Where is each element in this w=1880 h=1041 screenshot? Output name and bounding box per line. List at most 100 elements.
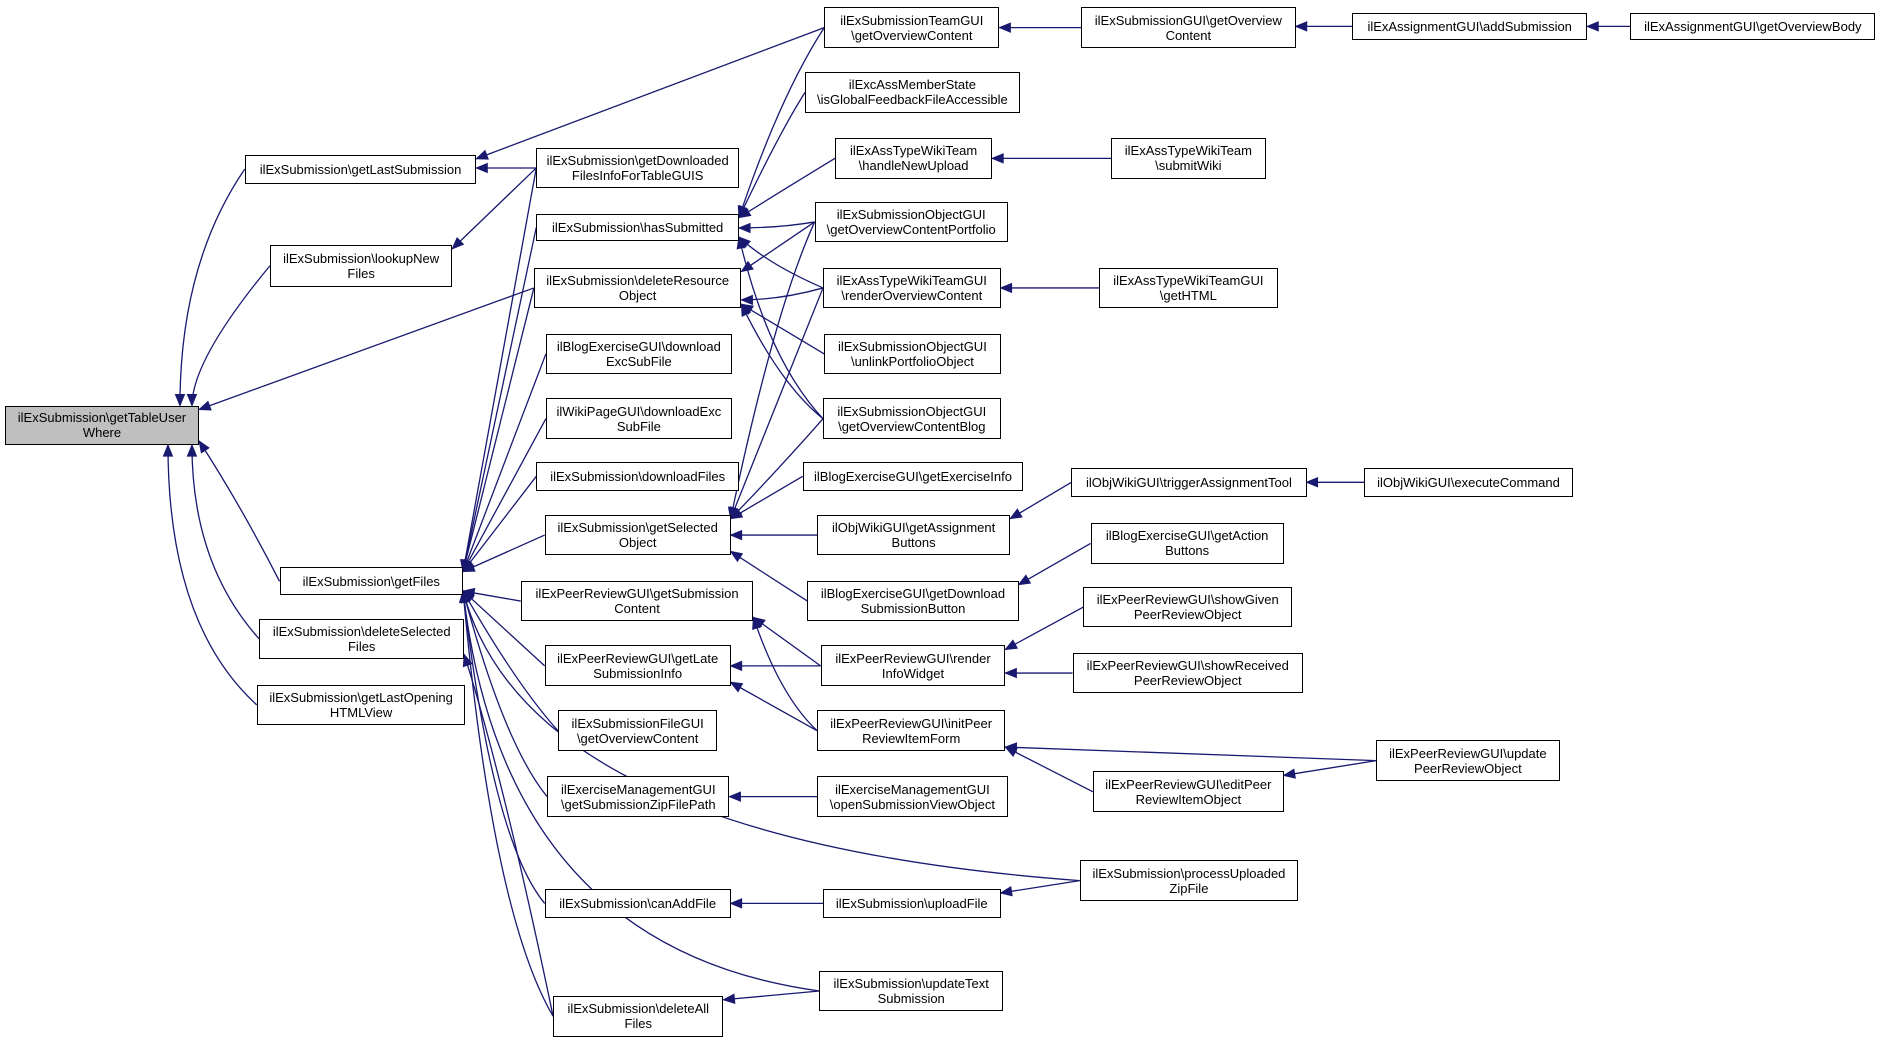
graph-node[interactable]: ilExSubmissionObjectGUI \unlinkPortfolio… [824,333,1001,375]
graph-node[interactable]: ilExSubmission\hasSubmitted [536,213,740,242]
graph-node[interactable]: ilExSubmission\deleteResource Object [533,267,742,309]
graph-node[interactable]: ilExPeerReviewGUI\render InfoWidget [820,645,1006,687]
graph-node[interactable]: ilWikiPageGUI\downloadExc SubFile [545,398,732,440]
call-edge [462,590,559,732]
arrowhead [740,260,754,273]
graph-node[interactable]: ilExAssTypeWikiTeamGUI \getHTML [1098,267,1278,309]
call-edge [1005,606,1084,651]
call-edge [1009,481,1072,520]
graph-node[interactable]: ilObjWikiGUI\executeCommand [1364,467,1573,497]
graph-node[interactable]: ilExAssignmentGUI\getOverviewBody [1630,13,1876,40]
graph-node[interactable]: ilExcAssMemberState \isGlobalFeedbackFil… [805,71,1020,113]
arrowhead [990,153,1004,164]
graph-node[interactable]: ilExSubmissionGUI\getOverview Content [1080,7,1296,48]
graph-node[interactable]: ilExSubmission\getFiles [279,567,464,596]
graph-node[interactable]: ilExSubmission\processUploaded ZipFile [1079,860,1299,901]
call-edge [476,26,825,160]
graph-node[interactable]: ilExPeerReviewGUI\getLate SubmissionInfo [544,645,731,687]
graph-node[interactable]: ilExSubmission\getLastSubmission [244,154,477,184]
call-edge [167,445,258,706]
arrowhead [474,162,488,174]
graph-node[interactable]: ilExPeerReviewGUI\initPeer ReviewItemFor… [817,710,1006,752]
arrowhead [186,443,198,457]
call-edge [1005,746,1094,793]
graph-node[interactable]: ilExPeerReviewGUI\update PeerReviewObjec… [1376,740,1560,782]
graph-node[interactable]: ilExSubmissionObjectGUI \getOverviewCont… [823,398,1001,440]
call-edge [1005,746,1377,762]
graph-node[interactable]: ilExSubmission\getLastOpening HTMLView [256,685,466,725]
graph-node[interactable]: ilBlogExerciseGUI\getExerciseInfo [802,461,1024,491]
arrowhead [451,236,465,250]
graph-node[interactable]: ilBlogExerciseGUI\getAction Buttons [1090,523,1284,564]
arrowhead [740,294,753,306]
arrowhead [1585,21,1599,32]
graph-node[interactable]: ilExerciseManagementGUI \openSubmissionV… [817,776,1008,818]
arrowhead [736,235,747,250]
arrowhead [737,206,752,219]
arrowhead [729,660,743,672]
graph-node[interactable]: ilExSubmission\downloadFiles [536,461,740,491]
call-edge [723,990,820,1001]
arrowhead [174,394,186,407]
arrowhead [1282,768,1296,779]
arrowhead [459,589,470,604]
arrowhead [475,149,489,160]
call-edge [462,590,548,798]
call-edge [1018,542,1091,586]
call-edge [730,475,803,520]
graph-node[interactable]: ilExSubmissionTeamGUI \getOverviewConten… [824,7,1000,48]
arrowhead [998,22,1011,33]
graph-node[interactable]: ilExSubmission\lookupNew Files [269,244,453,287]
graph-node[interactable]: ilExerciseManagementGUI \getSubmissionZi… [547,776,730,818]
call-edge [740,304,824,420]
arrowhead [1017,574,1032,586]
graph-node[interactable]: ilExSubmissionFileGUI \getOverviewConten… [557,710,718,752]
call-edge [462,287,535,572]
arrowhead [740,303,752,317]
graph-node[interactable]: ilExPeerReviewGUI\getSubmission Content [520,580,754,622]
graph-node[interactable]: ilBlogExerciseGUI\download ExcSubFile [545,333,732,375]
call-edge [462,418,547,572]
call-edge [730,550,808,602]
arrowhead [1305,477,1319,488]
graph-node[interactable]: ilExSubmission\uploadFile [823,889,1001,918]
arrowhead [1009,508,1023,520]
arrowhead [198,439,210,454]
graph-node[interactable]: ilExSubmission\getDownloaded FilesInfoFo… [536,147,740,189]
arrowhead [461,562,476,573]
focus-node[interactable]: ilExSubmission\getTableUser Where [4,405,200,446]
arrowhead [462,653,473,668]
graph-node[interactable]: ilExPeerReviewGUI\showReceived PeerRevie… [1072,652,1303,694]
arrowhead [729,898,743,909]
arrowhead [729,508,744,520]
graph-node[interactable]: ilExAssTypeWikiTeam \submitWiki [1110,137,1266,179]
call-edge [462,167,537,572]
graph-node[interactable]: ilExSubmission\canAddFile [544,889,731,918]
call-edge [462,590,820,992]
call-edge [752,617,818,732]
graph-node[interactable]: ilExSubmissionObjectGUI \getOverviewCont… [814,201,1008,243]
arrowhead [1294,21,1308,32]
graph-node[interactable]: ilExAssTypeWikiTeamGUI \renderOverviewCo… [823,267,1001,309]
arrowhead [197,400,212,411]
arrowhead [729,681,744,693]
graph-node[interactable]: ilExAssTypeWikiTeam \handleNewUpload [835,137,993,179]
arrowhead [729,529,743,541]
call-edge [191,445,260,640]
call-edge [738,92,806,218]
graph-node[interactable]: ilObjWikiGUI\getAssignment Buttons [817,514,1011,556]
call-edge [462,475,537,572]
graph-node[interactable]: ilExSubmission\updateText Submission [819,970,1003,1012]
graph-node[interactable]: ilBlogExerciseGUI\getDownload Submission… [807,580,1019,622]
graph-node[interactable]: ilExSubmission\deleteAll Files [553,995,724,1037]
graph-node[interactable]: ilExAssignmentGUI\addSubmission [1352,13,1588,40]
arrowhead [1004,746,1019,757]
graph-node[interactable]: ilObjWikiGUI\triggerAssignmentTool [1071,467,1307,497]
graph-node[interactable]: ilExPeerReviewGUI\showGiven PeerReviewOb… [1083,586,1293,628]
graph-node[interactable]: ilExSubmission\getSelected Object [544,514,731,556]
graph-node[interactable]: ilExSubmission\deleteSelected Files [259,619,465,659]
graph-node[interactable]: ilExPeerReviewGUI\editPeer ReviewItemObj… [1092,771,1284,813]
call-edge [741,221,815,273]
arrowhead [186,394,198,407]
